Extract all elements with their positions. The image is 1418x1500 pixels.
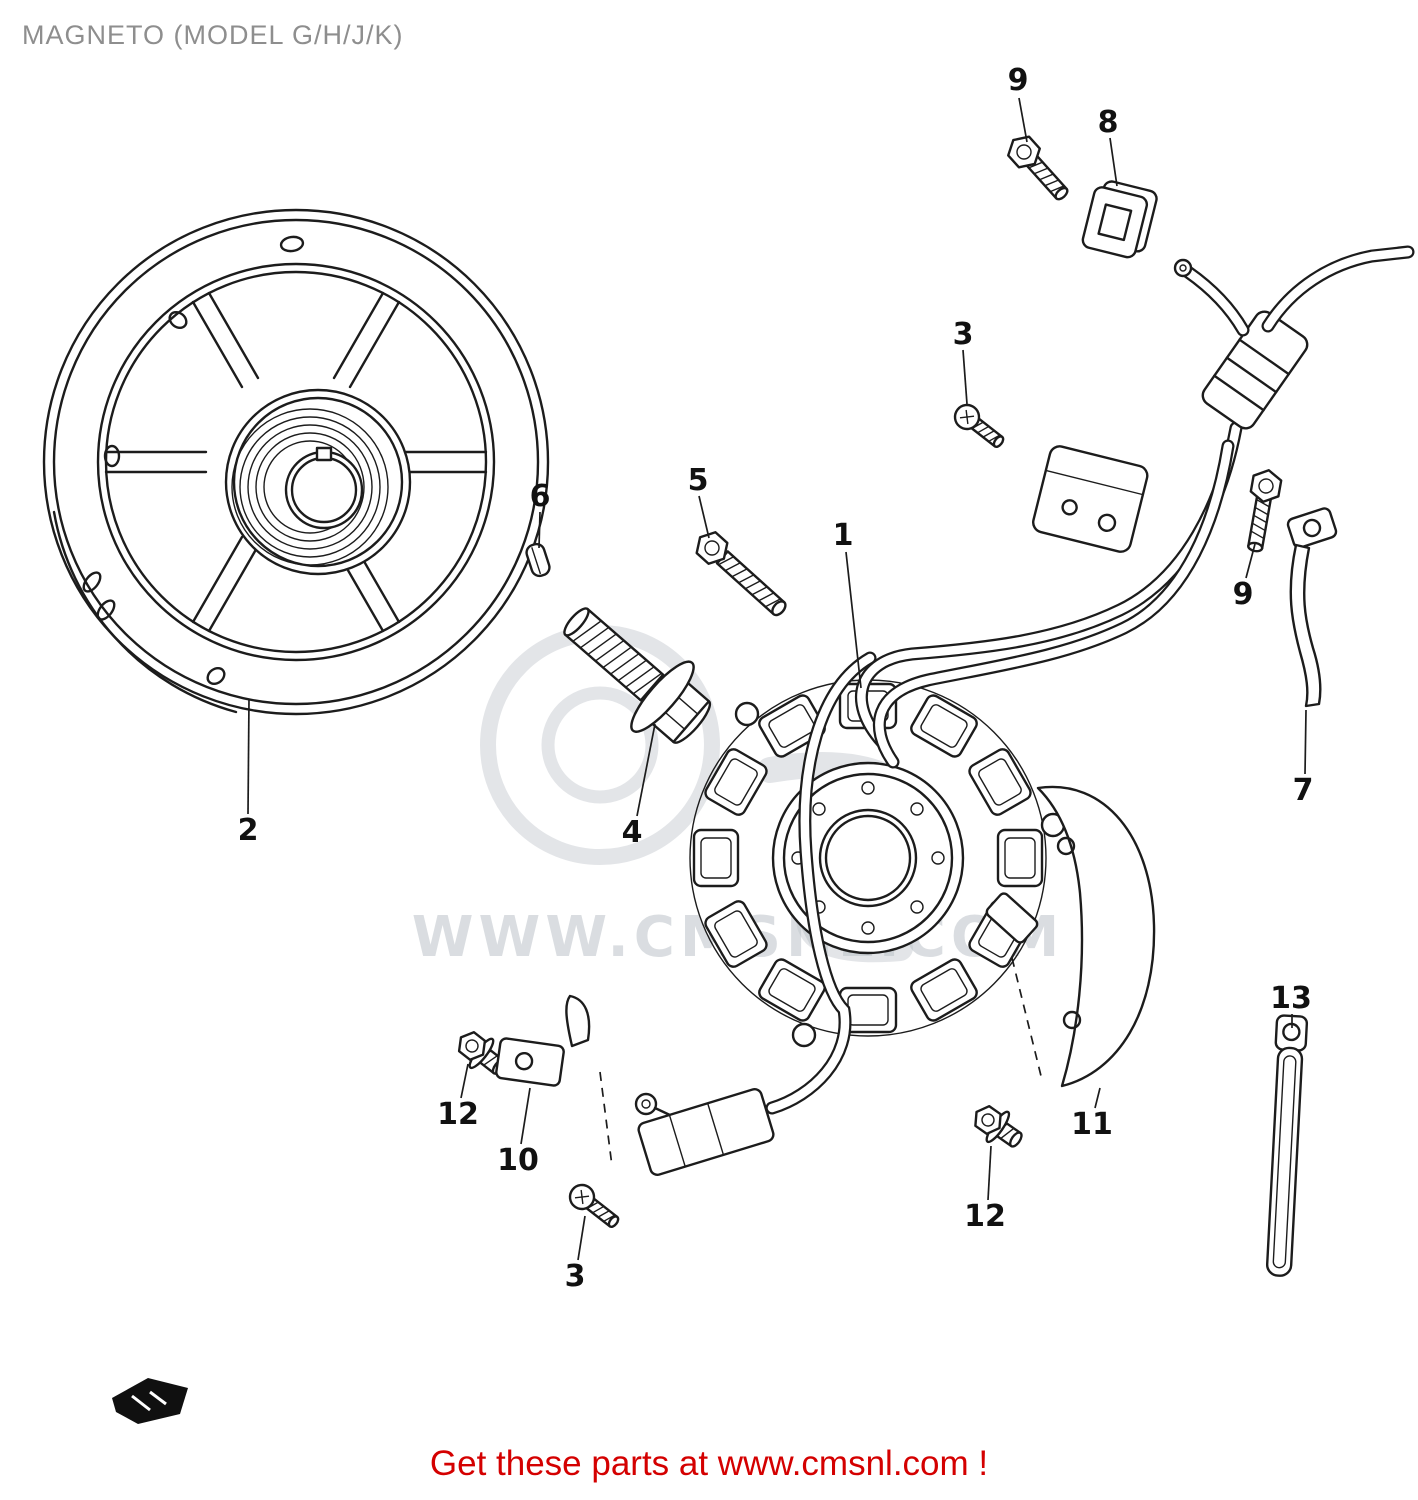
part-rotor — [42, 208, 550, 716]
callout-label: 7 — [1293, 773, 1314, 808]
harness-grommet — [1201, 310, 1309, 430]
callout-grommet: 8 — [1098, 105, 1119, 187]
callout-protector: 11 — [1071, 1087, 1113, 1142]
part-key — [525, 542, 551, 578]
callout-label: 12 — [964, 1199, 1006, 1234]
part-wire-clamp — [495, 994, 591, 1087]
callout-label: 8 — [1098, 105, 1119, 140]
callout-flanged-bolt: 4 — [622, 723, 656, 850]
part-flanged-bolt — [563, 607, 712, 744]
callout-screw-upper: 3 — [953, 317, 974, 405]
callout-screw-lower: 3 — [565, 1215, 586, 1294]
cms-stamp-logo — [112, 1378, 188, 1424]
callout-bolt-right: 9 — [1233, 543, 1256, 612]
callouts: 9 8 3 5 6 1 9 — [238, 63, 1314, 1294]
callout-rotor: 2 — [238, 698, 259, 848]
part-screw-upper — [953, 403, 1005, 449]
callout-label: 9 — [1233, 577, 1254, 612]
wire-terminal — [1173, 258, 1193, 278]
callout-label: 3 — [565, 1259, 586, 1294]
part-protector — [1011, 785, 1156, 1088]
callout-label: 6 — [530, 479, 551, 514]
callout-label: 11 — [1071, 1107, 1113, 1142]
callout-key: 6 — [530, 479, 551, 549]
part-clamp-right — [1286, 507, 1338, 708]
part-stator — [689, 679, 1066, 1048]
wire-harness — [765, 245, 1415, 1115]
callout-bolt-upper: 9 — [1008, 63, 1029, 143]
callout-label: 3 — [953, 317, 974, 352]
part-bolt-upper — [1007, 135, 1069, 201]
part-grommet — [1081, 180, 1158, 259]
callout-clamp-right: 7 — [1293, 709, 1314, 808]
callout-label: 9 — [1008, 63, 1029, 98]
callout-label: 12 — [437, 1097, 479, 1132]
callout-stator-bolt: 5 — [688, 463, 710, 539]
callout-wire-clamp: 10 — [497, 1087, 539, 1178]
lower-connector — [634, 1088, 775, 1176]
part-stator-bolt — [695, 531, 787, 617]
callout-clamp-long: 13 — [1270, 981, 1312, 1028]
callout-bolt-left: 12 — [437, 1063, 479, 1132]
part-bolt-lower-right — [974, 1104, 1023, 1148]
pickup-coil — [985, 892, 1039, 944]
callout-label: 5 — [688, 463, 709, 498]
callout-label: 1 — [833, 518, 854, 553]
callout-stator: 1 — [833, 518, 862, 689]
callout-label: 2 — [238, 813, 259, 848]
callout-label: 4 — [622, 815, 643, 850]
page-title: MAGNETO (MODEL G/H/J/K) — [22, 20, 404, 50]
callout-label: 10 — [497, 1143, 539, 1178]
part-bolt-right — [1247, 469, 1283, 553]
part-screw-lower — [568, 1071, 620, 1229]
part-bracket — [1032, 445, 1149, 553]
callout-label: 13 — [1270, 981, 1312, 1016]
part-clamp-long — [1265, 1014, 1309, 1277]
footer-link[interactable]: Get these parts at www.cmsnl.com ! — [429, 1444, 989, 1483]
callout-bolt-lower-right: 12 — [964, 1145, 1006, 1234]
